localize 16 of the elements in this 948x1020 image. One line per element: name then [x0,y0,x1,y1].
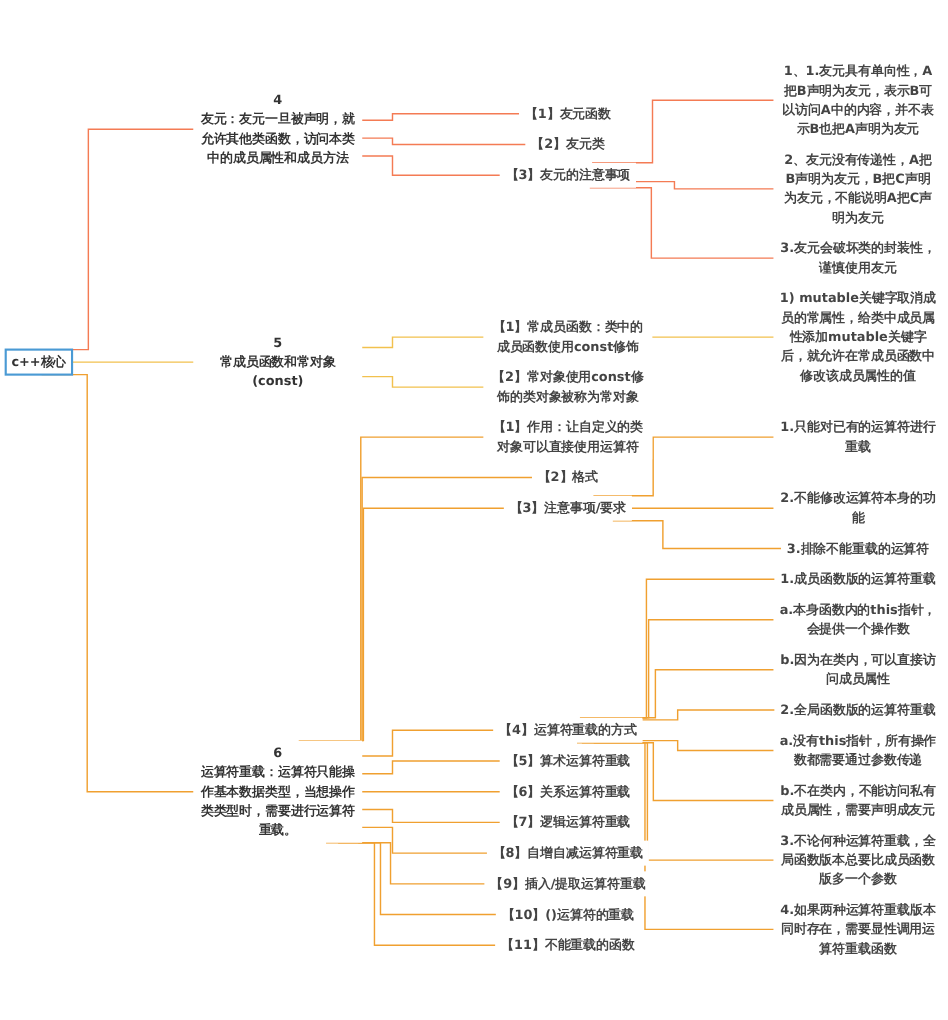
connector [361,113,520,121]
connector [361,729,495,757]
connector [635,180,775,190]
connector [631,507,775,509]
connector [641,739,775,752]
connector [361,760,501,775]
connector [361,790,501,793]
connector [361,375,485,388]
connector [361,137,527,146]
connector [651,336,775,338]
connector [71,361,195,363]
connector [361,826,488,854]
connector [641,709,776,721]
connector [361,808,501,824]
connector [361,336,485,349]
connector [361,155,501,176]
